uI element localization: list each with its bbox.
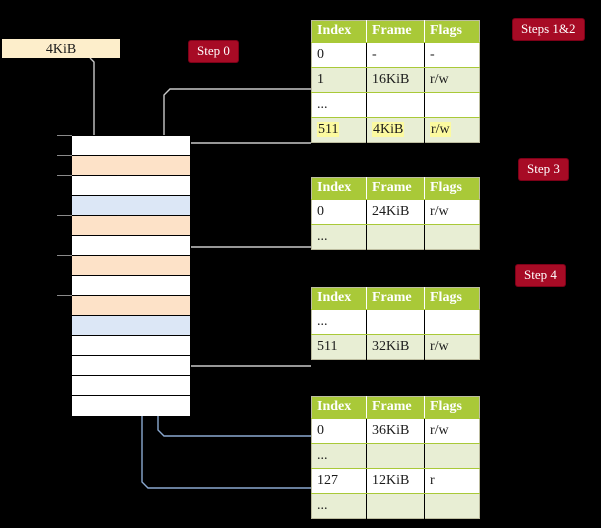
memory-tick <box>57 255 72 256</box>
table-row: ... <box>311 92 480 118</box>
cell-flags: r/w <box>424 199 480 225</box>
cell-flags: r/w <box>424 418 480 444</box>
cell-index: 0 <box>311 418 367 444</box>
table-header-row: Index Frame Flags <box>311 177 480 200</box>
cell-flags: r/w <box>424 334 480 360</box>
cell-index: 0 <box>311 42 367 68</box>
memory-frame-row <box>72 336 190 356</box>
column-header-flags: Flags <box>424 287 480 310</box>
table-row: 0-- <box>311 42 480 68</box>
cell-frame: - <box>366 42 425 68</box>
memory-frame-row <box>72 196 190 216</box>
cell-index: ... <box>311 92 367 118</box>
column-header-index: Index <box>311 396 367 419</box>
virtual-address-box: 4KiB <box>2 39 120 58</box>
badge-step-3: Step 3 <box>519 159 568 180</box>
cell-frame: 36KiB <box>366 418 425 444</box>
cell-flags <box>424 309 480 335</box>
cell-index: ... <box>311 224 367 250</box>
cell-frame <box>366 224 425 250</box>
column-header-frame: Frame <box>366 177 425 200</box>
cell-flags: r/w <box>424 117 480 143</box>
table-header-row: Index Frame Flags <box>311 20 480 43</box>
cell-flags <box>424 493 480 519</box>
cell-flags: r <box>424 468 480 494</box>
table-header-row: Index Frame Flags <box>311 287 480 310</box>
cell-flags <box>424 224 480 250</box>
cell-frame: 24KiB <box>366 199 425 225</box>
memory-tick <box>57 135 72 136</box>
cell-index: 1 <box>311 67 367 93</box>
badge-step-4: Step 4 <box>516 265 565 286</box>
cell-flags: - <box>424 42 480 68</box>
memory-tick <box>57 295 72 296</box>
memory-frame-row <box>72 396 190 416</box>
cell-frame: 32KiB <box>366 334 425 360</box>
column-header-flags: Flags <box>424 20 480 43</box>
memory-frame-row <box>72 376 190 396</box>
memory-frame-row <box>72 176 190 196</box>
column-header-index: Index <box>311 177 367 200</box>
cell-flags: r/w <box>424 67 480 93</box>
column-header-flags: Flags <box>424 396 480 419</box>
table-row: ... <box>311 309 480 335</box>
column-header-frame: Frame <box>366 20 425 43</box>
table-header-row: Index Frame Flags <box>311 396 480 419</box>
cell-frame <box>366 493 425 519</box>
memory-frame-row <box>72 356 190 376</box>
cell-index: 0 <box>311 199 367 225</box>
badge-steps-1-and-2: Steps 1&2 <box>513 19 584 40</box>
column-header-frame: Frame <box>366 396 425 419</box>
memory-frame-row <box>72 236 190 256</box>
cell-flags <box>424 92 480 118</box>
badge-step-0: Step 0 <box>189 41 238 62</box>
memory-tick <box>57 215 72 216</box>
cell-frame <box>366 92 425 118</box>
column-header-flags: Flags <box>424 177 480 200</box>
column-header-frame: Frame <box>366 287 425 310</box>
cell-frame: 12KiB <box>366 468 425 494</box>
cell-frame <box>366 443 425 469</box>
cell-flags <box>424 443 480 469</box>
cell-index: 127 <box>311 468 367 494</box>
cell-index: ... <box>311 443 367 469</box>
cell-frame: 4KiB <box>366 117 425 143</box>
column-header-index: Index <box>311 20 367 43</box>
memory-frame-row <box>72 256 190 276</box>
memory-tick <box>57 155 72 156</box>
cell-frame <box>366 309 425 335</box>
cell-frame: 16KiB <box>366 67 425 93</box>
table-row: ... <box>311 493 480 519</box>
physical-memory-column <box>71 135 191 416</box>
table-row: ... <box>311 224 480 250</box>
memory-frame-row <box>72 216 190 236</box>
memory-frame-row <box>72 316 190 336</box>
cell-index: 511 <box>311 117 367 143</box>
memory-tick <box>57 175 72 176</box>
cell-index: ... <box>311 309 367 335</box>
cell-index: ... <box>311 493 367 519</box>
memory-frame-row <box>72 136 190 156</box>
memory-frame-row <box>72 156 190 176</box>
memory-frame-row <box>72 296 190 316</box>
cell-index: 511 <box>311 334 367 360</box>
table-row: ... <box>311 443 480 469</box>
memory-frame-row <box>72 276 190 296</box>
column-header-index: Index <box>311 287 367 310</box>
